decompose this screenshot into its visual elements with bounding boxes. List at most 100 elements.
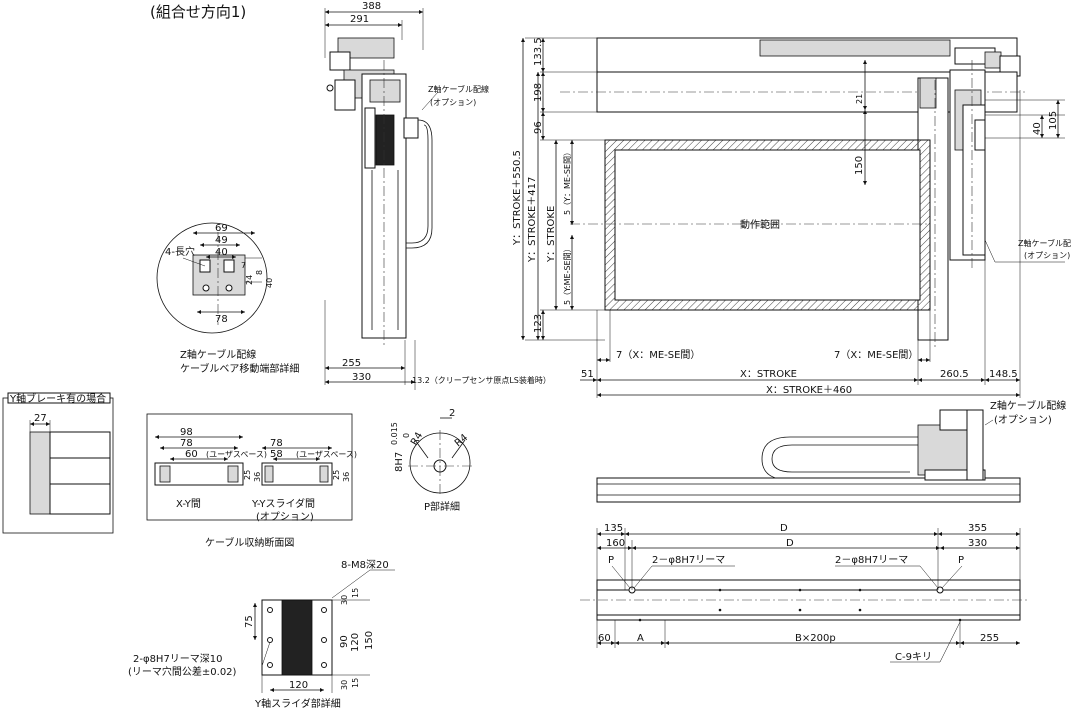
xy-user: (ユーザスペース) [206, 450, 267, 459]
xa-dim-A: A [637, 633, 644, 644]
detail-dim-40b: 40 [265, 278, 274, 288]
side-z-cable-2: (オプション) [430, 98, 476, 107]
front-z-cable-2: (オプション) [1024, 251, 1070, 260]
xa-reamer-2: 2－φ8H7リーマ [835, 555, 908, 566]
dim-21: 21 [855, 94, 864, 104]
xa-dim-160: 160 [606, 538, 625, 549]
detail-dim-24: 24 [245, 275, 254, 285]
slider-reamer-2: (リーマ穴間公差±0.02) [128, 665, 237, 678]
detail-dim-69: 69 [215, 223, 228, 234]
dim-388: 388 [362, 1, 381, 12]
p-caption: P部詳細 [424, 500, 460, 513]
slider-dim-30a: 30 [340, 595, 349, 605]
brake-dim-27: 27 [34, 413, 47, 424]
xaxis-z-cable-1: Z軸ケーブル配線 [990, 399, 1066, 412]
side-z-cable-1: Z軸ケーブル配線 [428, 84, 489, 94]
front-view: 動作範囲 21 150 133.5 198 96 123 Y：STROKE＋55… [512, 37, 1071, 398]
slider-dim-90: 90 [339, 635, 350, 648]
y-label-5: 5（Y:ME-SE間） [563, 244, 572, 305]
detail-dim-8: 8 [255, 270, 264, 275]
xa-dim-135: 135 [604, 523, 623, 534]
cable-section: 98 78 60 (ユーザスペース) 25 36 X-Y間 78 58 (ユーザ… [146, 413, 357, 549]
me-right: 7（X：ME-SE間） [834, 349, 918, 361]
yy-dim-36: 36 [342, 472, 351, 482]
yy-dim-78: 78 [270, 438, 283, 449]
slider-reamer-1: 2-φ8H7リーマ深10 [133, 653, 223, 665]
front-z-cable-1: Z軸ケーブル配線 [1018, 238, 1071, 248]
x-axis-side-view: Z軸ケーブル配線 (オプション) [596, 399, 1066, 503]
xa-dim-B: B×200p [795, 633, 836, 644]
slider-dim-15a: 15 [351, 588, 360, 598]
side-view: 388 291 255 330 13.2（クリープセンサ原点LS装着時） Z軸ケ… [324, 1, 551, 390]
slider-dim-30b: 30 [340, 680, 349, 690]
slider-dim-120a: 120 [350, 633, 361, 652]
cable-section-caption: ケーブル収納断面図 [205, 536, 294, 549]
detail-dim-40: 40 [215, 247, 228, 258]
xa-c9: C-9キリ [895, 652, 932, 663]
xa-dim-D1: D [780, 523, 788, 534]
dim-255: 255 [342, 358, 361, 369]
y-label-2: Y：STROKE＋417 [527, 177, 538, 263]
xa-dim-D2: D [786, 538, 794, 549]
slider-dim-150: 150 [364, 631, 375, 650]
xa-reamer-1: 2－φ8H7リーマ [652, 555, 725, 566]
brake-detail: Y軸ブレーキ有の場合 27 [2, 392, 114, 534]
x-axis-plan-view: 135 D 355 160 D 330 P P 2－φ8H7リーマ 2－φ8H7… [580, 523, 1028, 663]
p-h: 8H7 [394, 452, 405, 472]
slider-dim-15b: 15 [351, 678, 360, 688]
xa-p1: P [608, 555, 614, 566]
xy-dim-98: 98 [180, 427, 193, 438]
yy-label-1: Y-Yスライダ間 [251, 497, 315, 510]
page-title: (組合せ方向1) [150, 3, 246, 21]
xy-dim-60: 60 [185, 449, 198, 460]
brake-title: Y軸ブレーキ有の場合 [9, 392, 106, 405]
dim-150: 150 [854, 156, 865, 175]
xaxis-z-cable-2: (オプション) [994, 414, 1052, 426]
p-tol0: 0 [402, 433, 411, 438]
slider-detail: 8-M8深20 75 30 15 90 120 150 30 15 120 2-… [128, 559, 395, 710]
dim-198: 198 [533, 83, 544, 102]
dim-51: 51 [581, 369, 594, 380]
yy-dim-25: 25 [332, 470, 341, 480]
slider-tap: 8-M8深20 [341, 559, 389, 571]
dim-96: 96 [533, 121, 544, 134]
detail-caption-2: ケーブルベア移動端部詳細 [180, 362, 299, 375]
xy-dim-36: 36 [253, 472, 262, 482]
p-dim-2: 2 [449, 408, 455, 419]
slider-dim-75: 75 [244, 615, 255, 628]
yy-dim-58: 58 [270, 449, 283, 460]
xa-p2: P [958, 555, 964, 566]
work-area-label: 動作範囲 [740, 218, 780, 231]
detail-label: 4-長穴 [165, 245, 195, 258]
dim-330: 330 [352, 372, 371, 383]
y-label-1: Y：STROKE＋550.5 [512, 150, 523, 246]
detail-dim-78: 78 [215, 314, 228, 325]
p-r1: R4 [409, 430, 425, 447]
y-label-3: Y：STROKE [546, 206, 557, 263]
dim-260-5: 260.5 [940, 369, 969, 380]
detail-caption-1: Z軸ケーブル配線 [180, 348, 256, 361]
dim-291: 291 [350, 14, 369, 25]
xy-dim-25: 25 [243, 470, 252, 480]
dim-123: 123 [533, 314, 544, 333]
dim-148-5: 148.5 [989, 369, 1018, 380]
p-detail: 2 R4 R4 8H7 0.015 0 P部詳細 [390, 408, 472, 513]
p-r2: R4 [453, 432, 470, 449]
slider-caption: Y軸スライダ部詳細 [254, 697, 341, 710]
dim-105: 105 [1048, 111, 1059, 130]
p-tol: 0.015 [390, 422, 399, 445]
cable-bear-detail: 69 49 40 78 7 24 8 40 4-長穴 Z軸ケーブル配線 ケーブル… [156, 222, 299, 375]
dim-40: 40 [1032, 122, 1043, 135]
xa-dim-255: 255 [980, 633, 999, 644]
xy-label: X-Y間 [176, 498, 201, 510]
yy-label-2: (オプション) [256, 511, 314, 523]
xa-dim-330: 330 [968, 538, 987, 549]
xa-dim-355: 355 [968, 523, 987, 534]
detail-dim-49: 49 [215, 235, 228, 246]
ls-note: 13.2（クリープセンサ原点LS装着時） [412, 375, 551, 385]
detail-dim-7: 7 [241, 261, 246, 270]
xy-dim-78: 78 [180, 438, 193, 449]
me-left: 7（X：ME-SE間） [616, 349, 700, 361]
dim-133-5: 133.5 [533, 37, 544, 66]
